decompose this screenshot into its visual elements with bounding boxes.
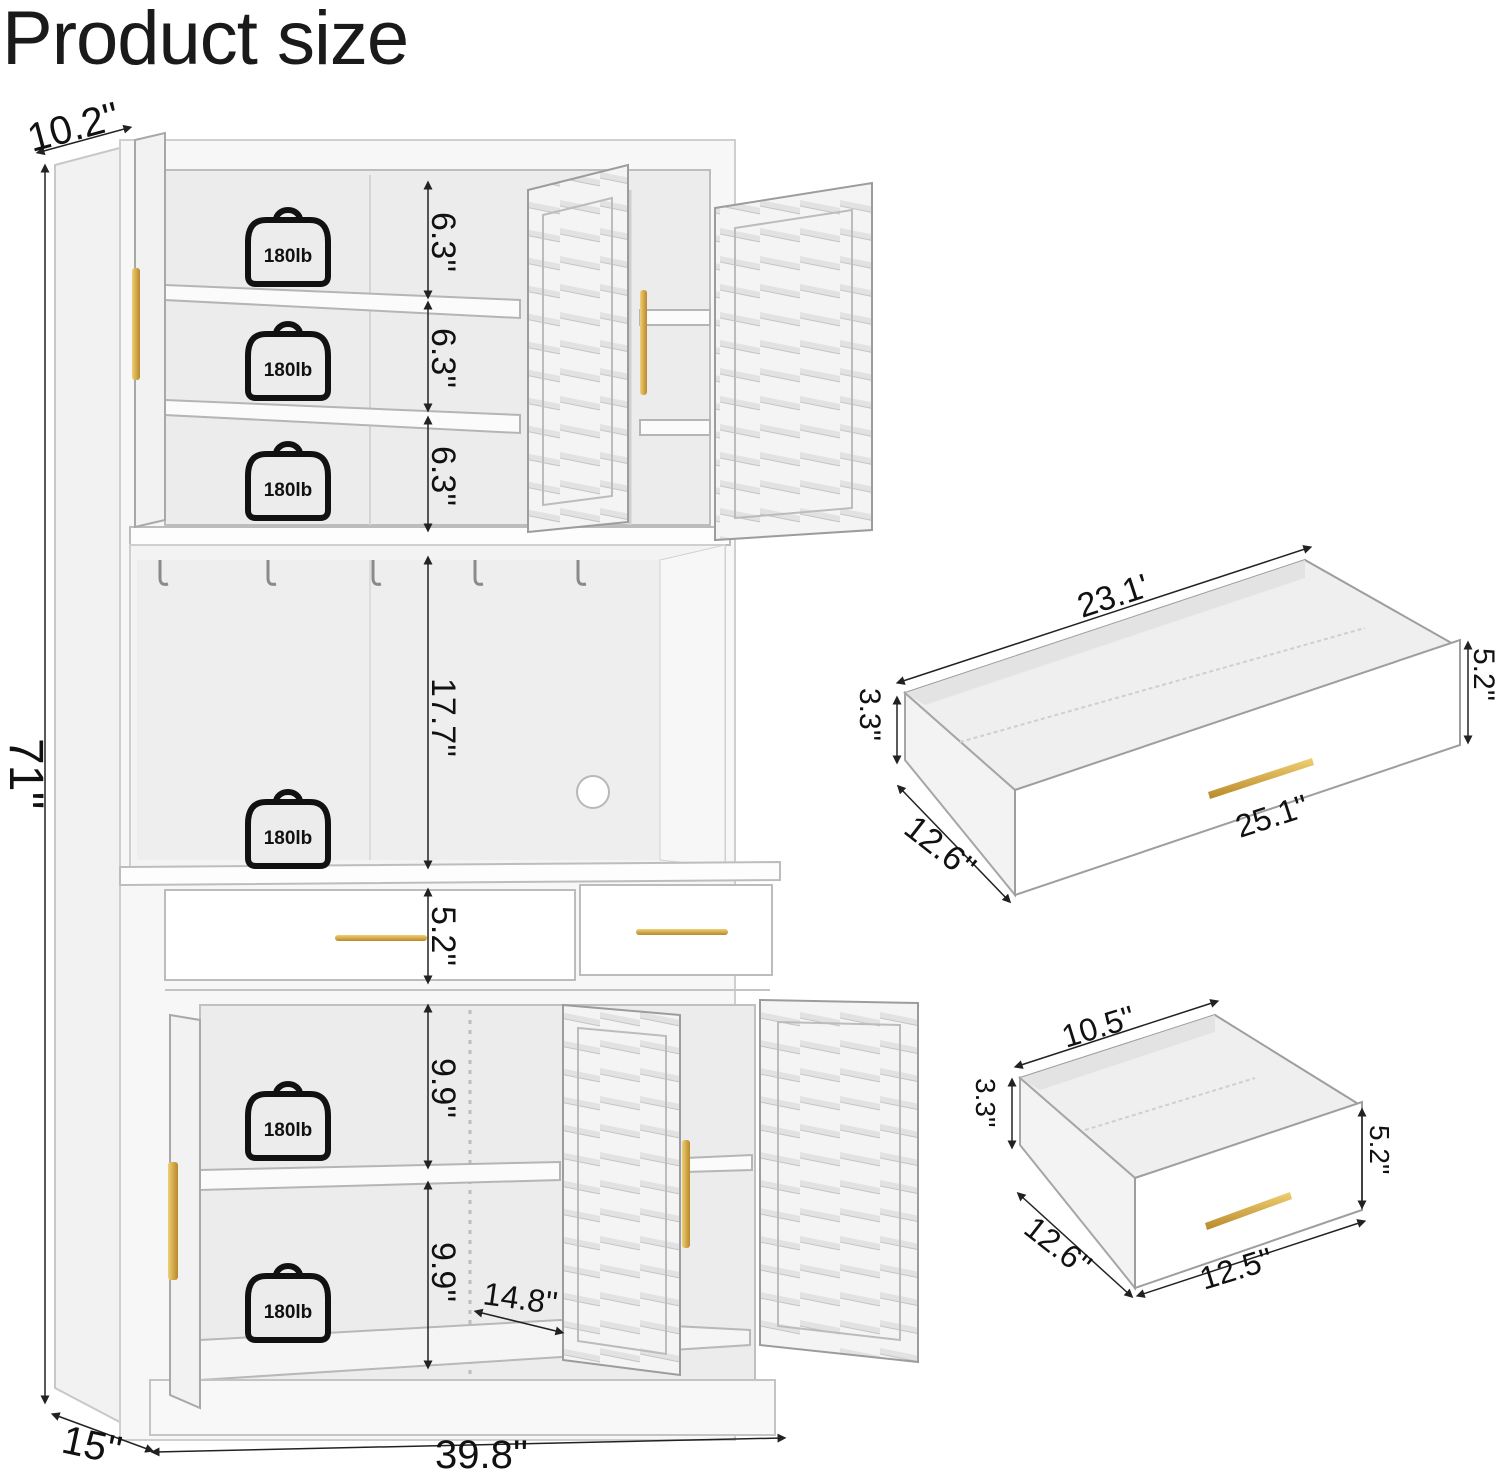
page-title: Product size [2,0,409,81]
shelf-gap-label: 6.3'' [424,328,462,388]
weight-label: 180lb [264,246,313,267]
small-drawer-front-height-label: 5.2'' [1364,1125,1395,1175]
weight-label: 180lb [264,828,313,849]
shelf-gap-label: 17.7'' [424,678,462,757]
large-drawer-front-height-label: 5.2'' [1467,648,1500,701]
hooks [158,560,587,586]
lower-door-right[interactable] [759,998,919,1364]
large-drawer [903,558,1461,898]
weight-icon: 180lb [245,789,331,869]
small-drawer-back-height-label: 3.3'' [970,1078,1001,1128]
shelf-gap-label: 9.9'' [424,1058,462,1118]
weight-icon: 180lb [245,441,331,521]
large-drawer-back-height-label: 3.3'' [853,688,886,741]
weight-label: 180lb [264,1302,313,1323]
weight-icon: 180lb [245,321,331,401]
shelf-gap-label: 5.2'' [424,906,462,966]
upper-door-center[interactable] [527,163,629,534]
cabinet-width-label: 39.8'' [435,1433,528,1477]
upper-door-right[interactable] [714,181,873,542]
weight-label: 180lb [264,480,313,501]
weight-capacity-icons: 180lb 180lb 180lb 180lb 180lb 180lb [245,207,331,1343]
shelf-gap-labels: 6.3'' 6.3'' 6.3'' 17.7'' 5.2'' 9.9'' 9.9'' [424,212,462,1302]
cabinet-height-label: 71'' [0,738,52,810]
door-handle [168,1162,178,1280]
upper-left-door[interactable] [134,131,166,529]
weight-label: 180lb [264,1120,313,1141]
weight-icon: 180lb [245,1081,331,1161]
door-handle [682,1140,690,1248]
weight-icon: 180lb [245,207,331,287]
cabinet [54,131,919,1441]
drawer-handle [335,935,427,941]
drawer-handle [636,929,728,935]
cabinet-depth-bottom-label: 15'' [58,1418,126,1473]
lower-door-center[interactable] [562,1003,681,1377]
shelf-gap-label: 6.3'' [424,212,462,272]
drawer-handle [1208,758,1314,799]
door-handle [640,290,647,395]
weight-label: 180lb [264,360,313,381]
door-handle [132,268,140,380]
weight-icon: 180lb [245,1263,331,1343]
shelf-gap-label: 6.3'' [424,446,462,506]
shelf-gap-label: 9.9'' [424,1242,462,1302]
